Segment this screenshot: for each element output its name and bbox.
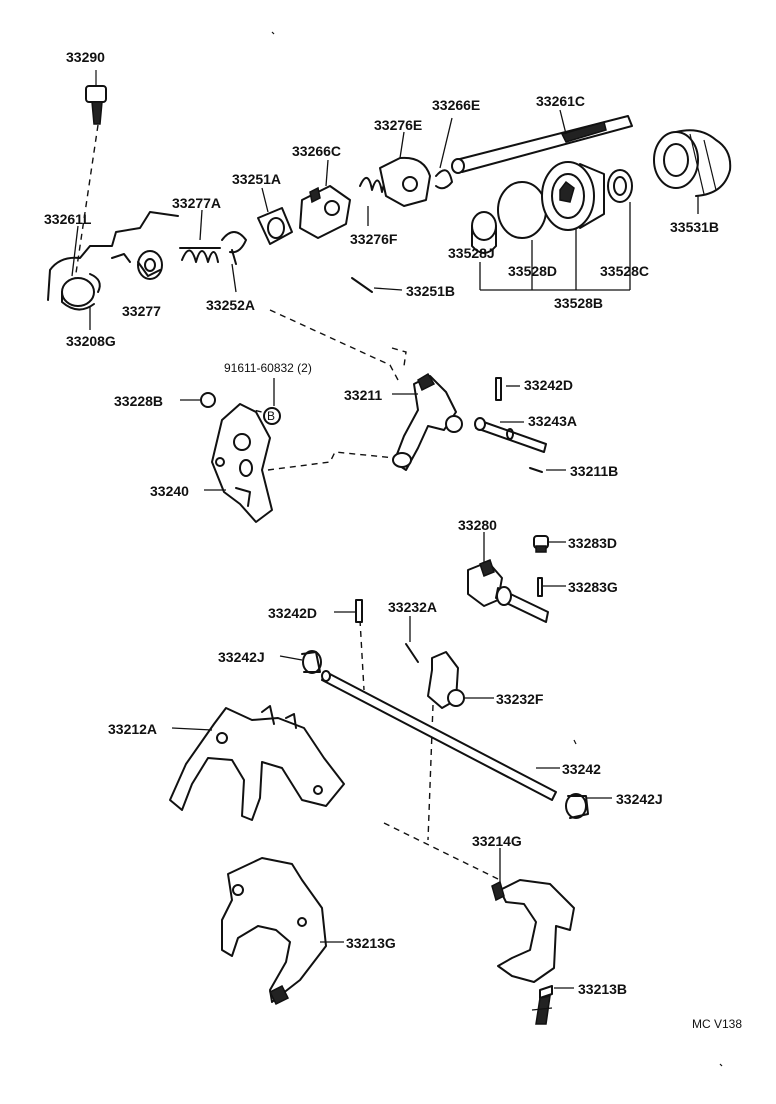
part-33251A-cam [257, 207, 293, 245]
part-labels: 33290 33266E 33261C 33276E 33266C 33251A… [44, 49, 742, 1031]
part-33277-bushing [137, 250, 163, 280]
part-33232F-bracket [427, 651, 465, 709]
label-33240: 33240 [150, 483, 189, 499]
part-33242-rail [321, 670, 557, 801]
part-33243A-shaft [474, 417, 547, 453]
part-33280-head [467, 559, 549, 623]
part-33528J-bushing [471, 211, 497, 254]
label-33213B: 33213B [578, 981, 627, 997]
part-33240-lever [211, 403, 273, 523]
label-33528B: 33528B [554, 295, 603, 311]
label-33251A: 33251A [232, 171, 281, 187]
label-33232F: 33232F [496, 691, 544, 707]
bolt-marker-B: B [263, 407, 281, 425]
label-33276F: 33276F [350, 231, 398, 247]
part-33211B-pin [529, 467, 543, 473]
label-33251B: 33251B [406, 283, 455, 299]
label-33261C: 33261C [536, 93, 585, 109]
label-33211: 33211 [344, 387, 382, 403]
label-33277A: 33277A [172, 195, 221, 211]
part-33528D-gasket [497, 181, 547, 239]
part-33283D-plug [533, 535, 549, 553]
part-33242J-bushing-left [301, 650, 322, 674]
label-33283D: 33283D [568, 535, 617, 551]
label-33290: 33290 [66, 49, 105, 65]
part-33242J-bushing-right [565, 793, 589, 819]
part-33277A-spring [179, 247, 221, 263]
label-33228B: 33228B [114, 393, 163, 409]
part-33212A-fork [169, 705, 345, 821]
label-33528C: 33528C [600, 263, 649, 279]
label-33214G: 33214G [472, 833, 522, 849]
label-33242J-left: 33242J [218, 649, 265, 665]
label-33531B: 33531B [670, 219, 719, 235]
label-33252A: 33252A [206, 297, 255, 313]
label-91611-60832: 91611-60832 (2) [224, 361, 312, 375]
part-33528C-seal [607, 169, 633, 203]
part-33531B-boot [653, 129, 732, 197]
label-33280: 33280 [458, 517, 497, 533]
label-33283G: 33283G [568, 579, 618, 595]
label-33243A: 33243A [528, 413, 577, 429]
label-33528J: 33528J [448, 245, 495, 261]
diagram-code: MC V138 [692, 1017, 742, 1031]
label-33261L: 33261L [44, 211, 92, 227]
part-33208G-clip [89, 273, 101, 293]
label-33266E: 33266E [432, 97, 480, 113]
group-33528-bracket [479, 202, 631, 291]
label-33242D: 33242D [268, 605, 317, 621]
label-33528D: 33528D [508, 263, 557, 279]
leader-lines [71, 109, 699, 989]
label-33208G: 33208G [66, 333, 116, 349]
part-33242D-pin [355, 599, 363, 623]
label-33212A: 33212A [108, 721, 157, 737]
part-33528B-gear [541, 161, 605, 231]
part-33266C-block [299, 185, 351, 239]
part-33290-sensor [85, 70, 107, 125]
part-33266E-ring [435, 169, 453, 190]
part-33228B-ball [200, 392, 216, 408]
label-33266C: 33266C [292, 143, 341, 159]
label-33213G: 33213G [346, 935, 396, 951]
part-33261C-shaft [451, 115, 633, 174]
part-33251B-pin [351, 277, 373, 293]
label-33242D-top: 33242D [524, 377, 573, 393]
part-33232A-pin [405, 643, 419, 663]
stray-marks [271, 31, 723, 1067]
part-33242D-pin-top [495, 377, 502, 401]
label-33211B: 33211B [570, 463, 618, 479]
label-33242: 33242 [562, 761, 601, 777]
part-33261L-housing [47, 211, 179, 311]
label-33232A: 33232A [388, 599, 437, 615]
label-33276E: 33276E [374, 117, 422, 133]
label-33242J-right: 33242J [616, 791, 663, 807]
part-33214G-fork [491, 879, 575, 983]
bolt-marker-text: B [267, 409, 275, 423]
part-33276E-retainer [379, 156, 431, 207]
label-33277: 33277 [122, 303, 161, 319]
part-33211-lever [392, 372, 463, 471]
part-33283G-pin [537, 577, 543, 597]
part-33213B-bolt [531, 985, 553, 1025]
part-33252A-spring-pin [221, 231, 247, 265]
part-33213G-fork [221, 857, 327, 1006]
